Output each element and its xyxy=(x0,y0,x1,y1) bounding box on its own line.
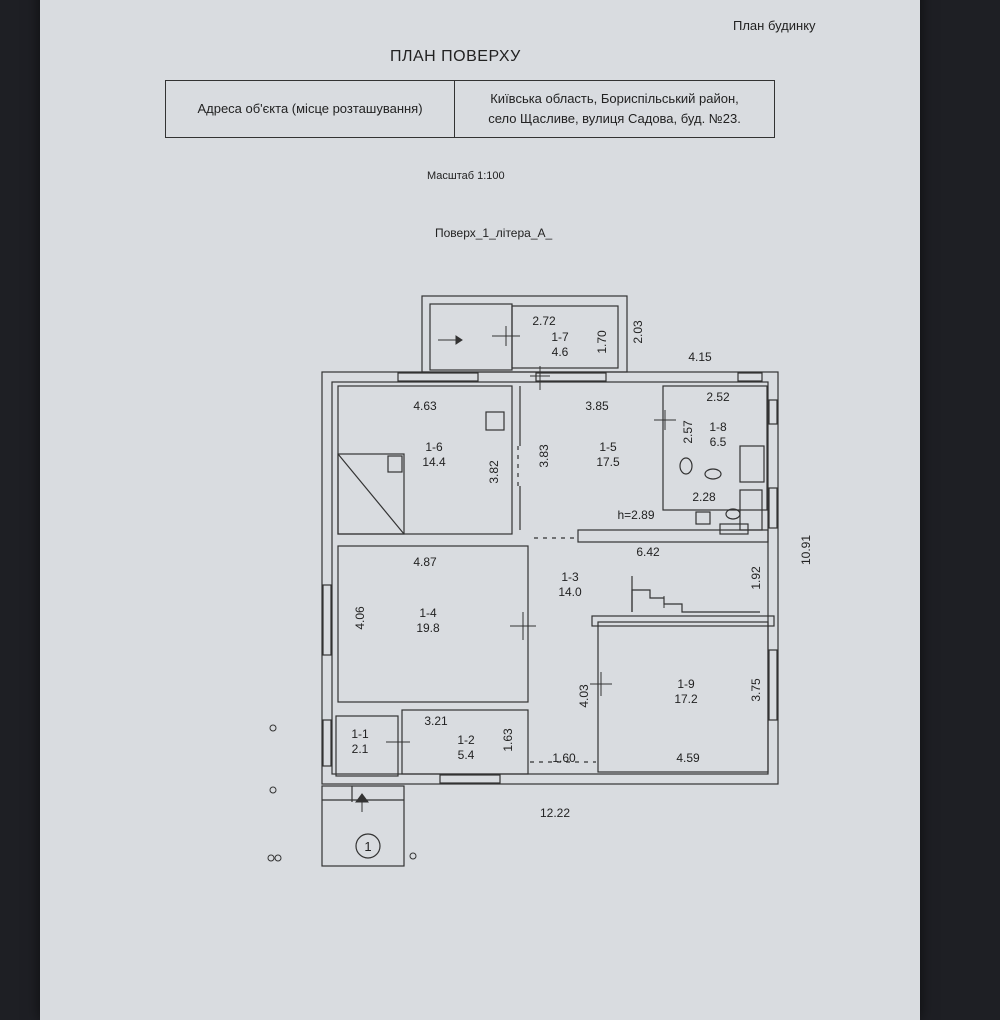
dim-3-82: 3.82 xyxy=(487,460,501,484)
dim-1-92: 1.92 xyxy=(749,566,763,590)
room-labels: 1-7 4.6 1-6 14.4 1-5 17.5 1-8 6.5 1-3 14… xyxy=(351,330,727,762)
room-1-6-id: 1-6 xyxy=(425,440,443,454)
floor-label: Поверх_1_літера_А_ xyxy=(435,226,553,240)
dim-1-60: 1.60 xyxy=(552,751,576,765)
room-1-8-area: 6.5 xyxy=(710,435,727,449)
dim-4-06: 4.06 xyxy=(353,606,367,630)
dim-2-57: 2.57 xyxy=(681,420,695,444)
room-1-3-area: 14.0 xyxy=(558,585,582,599)
dim-1-70: 1.70 xyxy=(595,330,609,354)
entrance-marker-circle xyxy=(355,833,381,859)
dim-3-21: 3.21 xyxy=(424,714,448,728)
room-1-2-id: 1-2 xyxy=(457,733,475,747)
room-1-7-id: 1-7 xyxy=(551,330,569,344)
room-1-2-area: 5.4 xyxy=(458,748,475,762)
room-1-7-area: 4.6 xyxy=(552,345,569,359)
door-markers xyxy=(355,326,676,812)
room-1-1-area: 2.1 xyxy=(352,742,369,756)
room-1-4-id: 1-4 xyxy=(419,606,437,620)
dashed-openings xyxy=(517,446,596,763)
room-1-6-area: 14.4 xyxy=(422,455,446,469)
dim-4-03: 4.03 xyxy=(577,684,591,708)
dim-2-72: 2.72 xyxy=(532,314,556,328)
document-type-label: План будинку xyxy=(733,18,816,33)
dim-10-91: 10.91 xyxy=(799,535,813,565)
dim-12-22: 12.22 xyxy=(540,806,570,820)
dim-2-52: 2.52 xyxy=(706,390,730,404)
room-1-5-id: 1-5 xyxy=(599,440,617,454)
dim-4-59: 4.59 xyxy=(676,751,700,765)
address-value: Київська область, Бориспільський район, … xyxy=(455,81,774,137)
room-1-8-id: 1-8 xyxy=(709,420,727,434)
address-line-2: село Щасливе, вулиця Садова, буд. №23. xyxy=(488,111,741,126)
room-1-3-id: 1-3 xyxy=(561,570,579,584)
address-table: Адреса об'єкта (місце розташування) Київ… xyxy=(165,80,775,138)
room-1-9-area: 17.2 xyxy=(674,692,698,706)
address-label: Адреса об'єкта (місце розташування) xyxy=(166,81,455,137)
room-1-4-area: 19.8 xyxy=(416,621,440,635)
address-line-1: Київська область, Бориспільський район, xyxy=(490,91,739,106)
paper-sheet xyxy=(40,0,920,1020)
dim-1-63: 1.63 xyxy=(501,728,515,752)
room-1-5-area: 17.5 xyxy=(596,455,620,469)
dim-4-63: 4.63 xyxy=(413,399,437,413)
vertical-dimension-labels: 1.70 2.03 2.57 3.82 3.83 10.91 1.92 4.06… xyxy=(353,320,813,752)
plan-walls xyxy=(321,295,779,867)
room-1-9-id: 1-9 xyxy=(677,677,695,691)
room-1-1-id: 1-1 xyxy=(351,727,369,741)
entrance-marker-label: 1 xyxy=(364,839,371,854)
dim-4-15: 4.15 xyxy=(688,350,712,364)
dim-4-87: 4.87 xyxy=(413,555,437,569)
dim-3-85: 3.85 xyxy=(585,399,609,413)
dim-3-83: 3.83 xyxy=(537,444,551,468)
ceiling-height: h=2.89 xyxy=(617,508,654,522)
document-title: ПЛАН ПОВЕРХУ xyxy=(390,48,521,65)
dim-6-42: 6.42 xyxy=(636,545,660,559)
dimension-labels: 2.72 4.15 4.63 3.85 2.52 2.28 h=2.89 4.8… xyxy=(413,314,730,820)
survey-marks xyxy=(267,724,417,862)
dim-3-75: 3.75 xyxy=(749,678,763,702)
dim-2-03: 2.03 xyxy=(631,320,645,344)
dim-2-28: 2.28 xyxy=(692,490,716,504)
scale-label: Масштаб 1:100 xyxy=(427,170,505,182)
